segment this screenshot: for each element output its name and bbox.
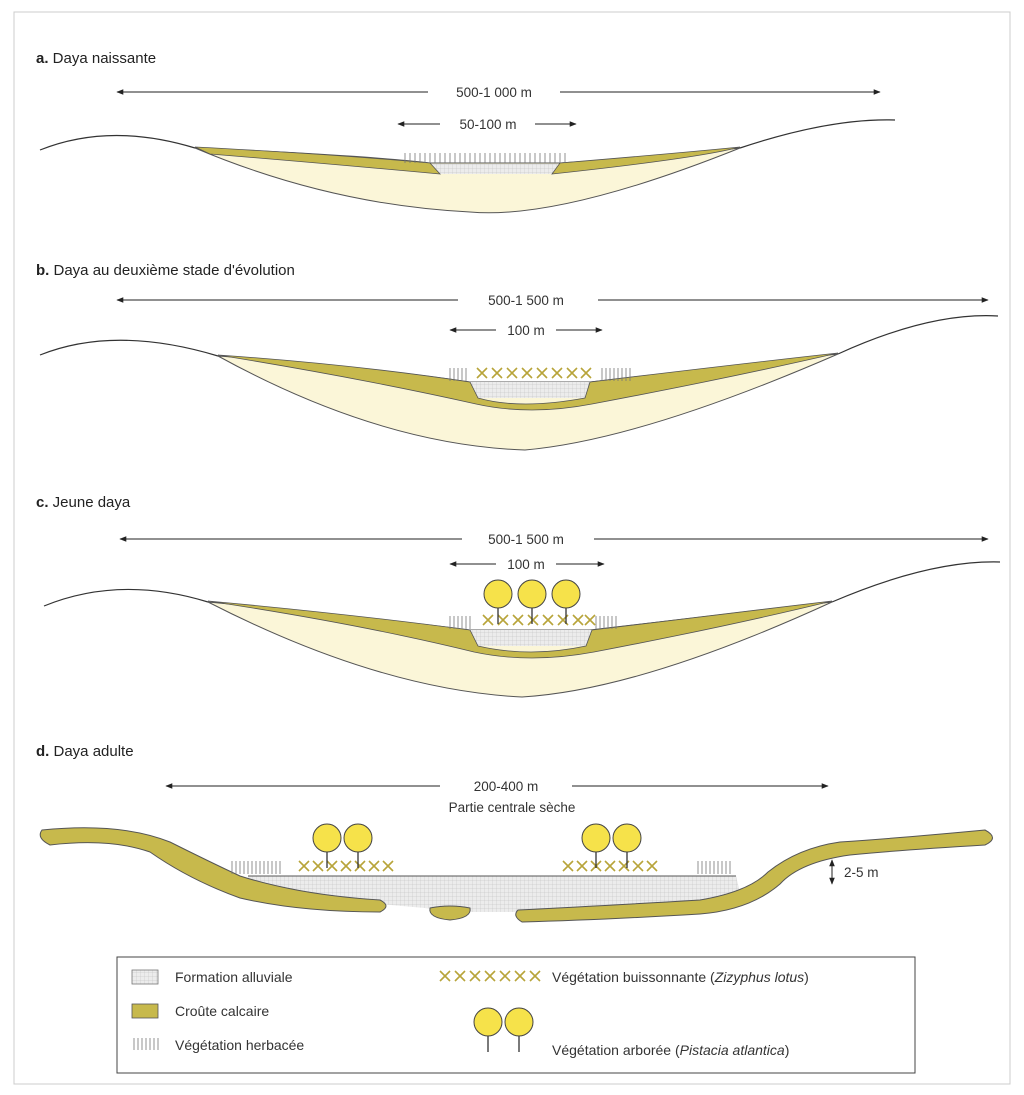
alluvial-formation xyxy=(470,630,592,646)
tree-vegetation xyxy=(484,580,580,624)
legend-herb-label: Végétation herbacée xyxy=(175,1037,304,1053)
outer-width-label: 500-1 000 m xyxy=(456,85,532,100)
alluvial-formation xyxy=(432,164,558,174)
outer-width-label: 500-1 500 m xyxy=(488,532,564,547)
inner-width-label: 100 m xyxy=(507,557,545,572)
inner-width-label: 50-100 m xyxy=(459,117,516,132)
legend-herb-swatch xyxy=(134,1038,158,1050)
panel-b-title: b. Daya au deuxième stade d'évolution xyxy=(36,262,295,279)
legend-alluvial-label: Formation alluviale xyxy=(175,969,293,985)
alluvial-formation xyxy=(470,382,590,398)
panel-a-title: a. Daya naissante xyxy=(36,50,156,67)
panel-c-title: c. Jeune daya xyxy=(36,494,131,511)
outer-width-label: 200-400 m xyxy=(474,779,539,794)
legend: Formation alluviale Croûte calcaire Végé… xyxy=(117,957,915,1073)
center-label: Partie centrale sèche xyxy=(449,800,576,815)
outer-width-label: 500-1 500 m xyxy=(488,293,564,308)
inner-width-label: 100 m xyxy=(507,323,545,338)
legend-crust-label: Croûte calcaire xyxy=(175,1003,269,1019)
depth-label: 2-5 m xyxy=(844,865,879,880)
legend-shrub-label: Végétation buissonnante (Zizyphus lotus) xyxy=(552,969,809,985)
legend-crust-swatch xyxy=(132,1004,158,1018)
panel-d-title: d. Daya adulte xyxy=(36,743,134,760)
legend-tree-label: Végétation arborée (Pistacia atlantica) xyxy=(552,1042,789,1058)
legend-alluvial-swatch xyxy=(132,970,158,984)
